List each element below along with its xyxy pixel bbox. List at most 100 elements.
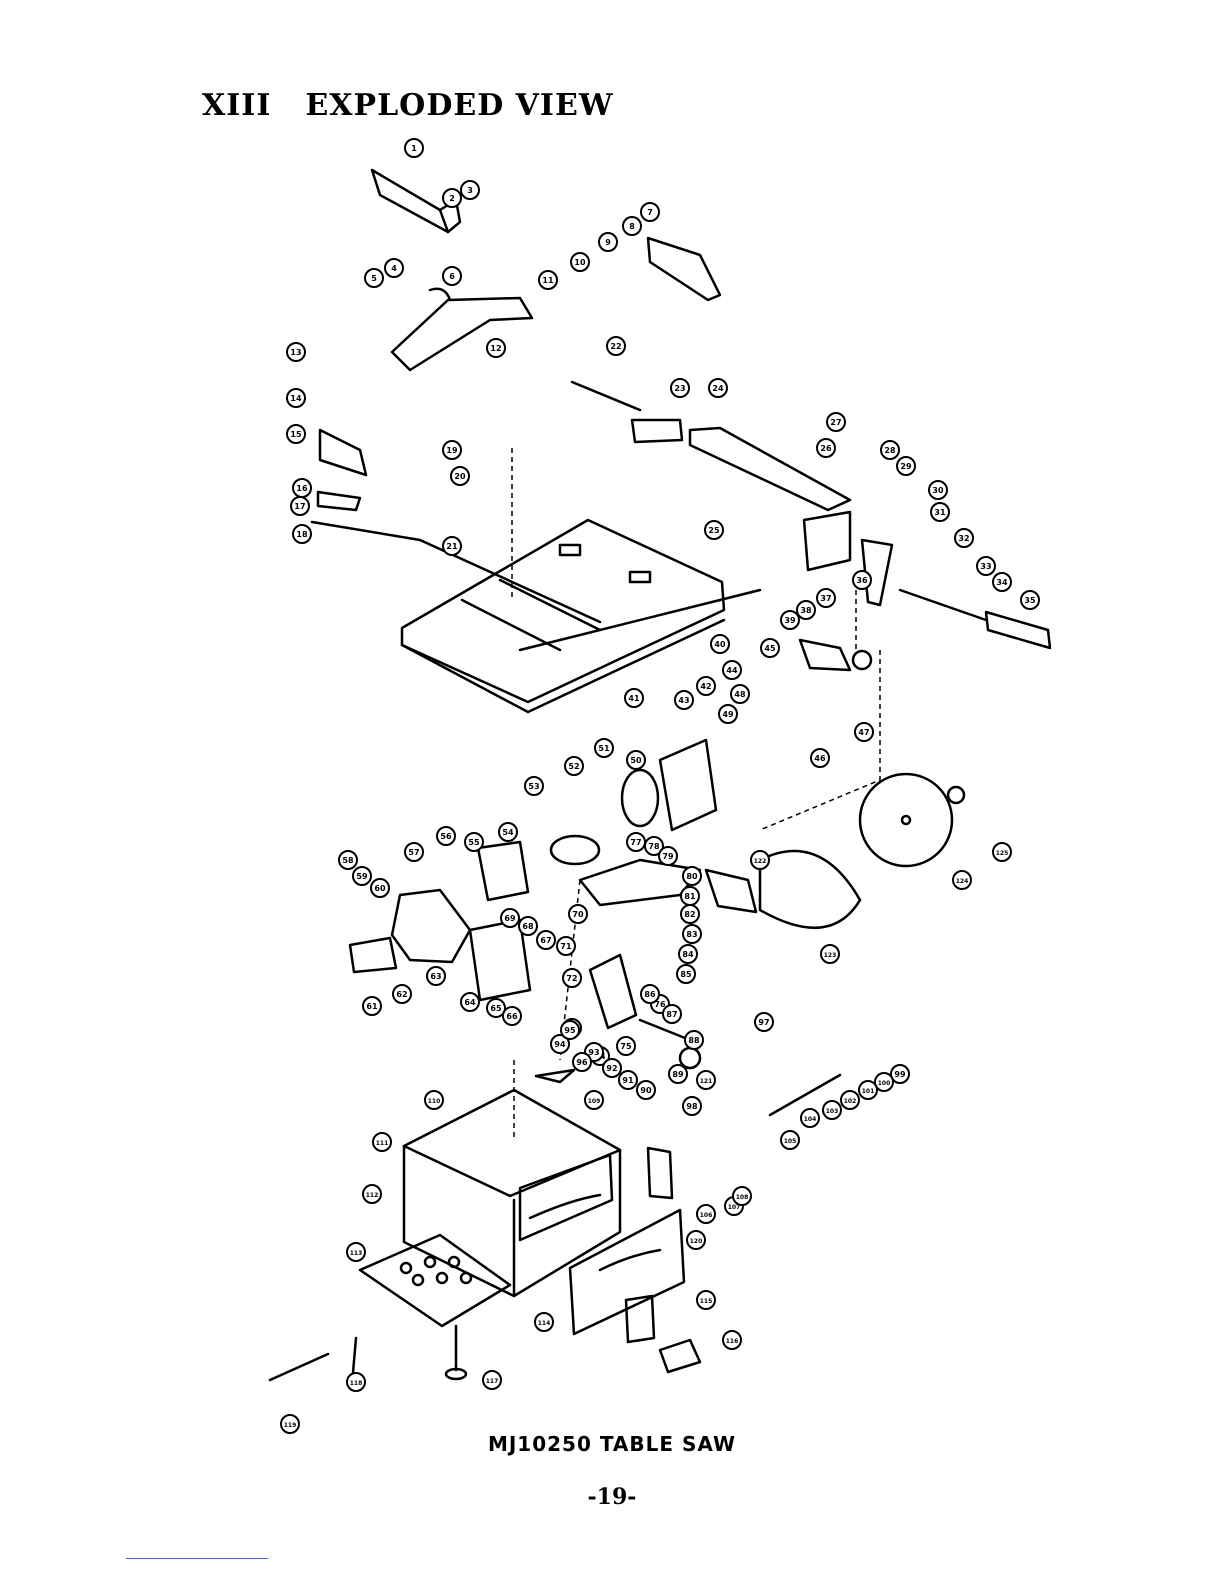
part-callout-label: 12 (490, 344, 501, 353)
part-callout-113: 113 (346, 1242, 366, 1262)
cabinet-part (402, 1088, 622, 1298)
part-callout-75: 75 (616, 1036, 636, 1056)
part-callout-48: 48 (730, 684, 750, 704)
part-callout-21: 21 (442, 536, 462, 556)
part-callout-label: 63 (430, 972, 441, 981)
part-callout-40: 40 (710, 634, 730, 654)
part-callout-86: 86 (640, 984, 660, 1004)
part-callout-18: 18 (292, 524, 312, 544)
part-callout-label: 71 (560, 942, 572, 951)
part-callout-54: 54 (498, 822, 518, 842)
part-callout-label: 25 (708, 526, 720, 535)
part-callout-61: 61 (362, 996, 382, 1016)
part-callout-label: 67 (540, 936, 551, 945)
part-callout-label: 60 (374, 884, 386, 893)
part-callout-8: 8 (622, 216, 642, 236)
part-callout-label: 55 (468, 838, 480, 847)
model-caption: MJ10250 TABLE SAW (487, 1432, 737, 1456)
part-callout-label: 56 (440, 832, 452, 841)
part-callout-label: 119 (284, 1422, 297, 1429)
rear-bracket-part (688, 426, 852, 512)
part-callout-label: 122 (754, 858, 767, 865)
part-callout-label: 113 (350, 1250, 363, 1257)
part-callout-20: 20 (450, 466, 470, 486)
part-callout-label: 105 (784, 1138, 797, 1145)
part-callout-label: 54 (502, 828, 514, 837)
part-callout-99: 99 (890, 1064, 910, 1084)
part-callout-label: 78 (648, 842, 660, 851)
part-callout-label: 81 (684, 892, 696, 901)
part-callout-52: 52 (564, 756, 584, 776)
switch-part (624, 1294, 656, 1344)
splitter-bracket-part (390, 296, 534, 372)
part-callout-label: 17 (294, 502, 305, 511)
part-callout-label: 48 (734, 690, 746, 699)
part-callout-label: 87 (666, 1010, 677, 1019)
part-callout-108: 108 (732, 1186, 752, 1206)
part-callout-120: 120 (686, 1230, 706, 1250)
part-callout-39: 39 (780, 610, 800, 630)
part-callout-label: 40 (714, 640, 726, 649)
part-callout-42: 42 (696, 676, 716, 696)
part-callout-63: 63 (426, 966, 446, 986)
part-callout-91: 91 (618, 1070, 638, 1090)
part-callout-79: 79 (658, 846, 678, 866)
part-callout-label: 93 (588, 1048, 599, 1057)
part-callout-label: 82 (684, 910, 695, 919)
part-callout-111: 111 (372, 1132, 392, 1152)
part-callout-label: 123 (824, 952, 837, 959)
riving-knife-part (646, 236, 722, 302)
saw-blade-part (858, 772, 954, 868)
part-callout-label: 38 (800, 606, 812, 615)
part-callout-label: 45 (764, 644, 776, 653)
part-callout-101: 101 (858, 1080, 878, 1100)
part-callout-29: 29 (896, 456, 916, 476)
part-callout-5: 5 (364, 268, 384, 288)
part-callout-label: 32 (958, 534, 969, 543)
part-callout-66: 66 (502, 1006, 522, 1026)
part-callout-label: 46 (814, 754, 826, 763)
part-callout-label: 86 (644, 990, 656, 999)
part-callout-71: 71 (556, 936, 576, 956)
part-callout-label: 75 (620, 1042, 632, 1051)
section-title: EXPLODED VIEW (305, 88, 614, 123)
part-callout-82: 82 (680, 904, 700, 924)
page-number: -19- (587, 1484, 637, 1510)
part-callout-114: 114 (534, 1312, 554, 1332)
fence-rail-part (570, 380, 642, 412)
part-callout-label: 112 (366, 1192, 379, 1199)
part-callout-50: 50 (626, 750, 646, 770)
part-callout-103: 103 (822, 1100, 842, 1120)
part-callout-3: 3 (460, 180, 480, 200)
part-callout-label: 30 (932, 486, 944, 495)
part-callout-label: 68 (522, 922, 534, 931)
part-callout-label: 26 (820, 444, 832, 453)
part-callout-label: 116 (726, 1338, 739, 1345)
part-callout-label: 5 (371, 274, 377, 283)
blade-guard-part (370, 168, 450, 234)
part-callout-94: 94 (550, 1034, 570, 1054)
part-callout-123: 123 (820, 944, 840, 964)
part-callout-label: 80 (686, 872, 698, 881)
part-callout-label: 57 (408, 848, 419, 857)
part-callout-89: 89 (668, 1064, 688, 1084)
part-callout-2: 2 (442, 188, 462, 208)
part-callout-label: 98 (686, 1102, 698, 1111)
part-callout-112: 112 (362, 1184, 382, 1204)
part-callout-label: 91 (622, 1076, 634, 1085)
part-callout-47: 47 (854, 722, 874, 742)
part-callout-label: 66 (506, 1012, 518, 1021)
part-callout-35: 35 (1020, 590, 1040, 610)
part-callout-label: 72 (566, 974, 577, 983)
part-callout-58: 58 (338, 850, 358, 870)
part-callout-label: 62 (396, 990, 407, 999)
part-callout-label: 64 (464, 998, 476, 1007)
part-callout-121: 121 (696, 1070, 716, 1090)
part-callout-label: 29 (900, 462, 912, 471)
part-callout-15: 15 (286, 424, 306, 444)
part-callout-10: 10 (570, 252, 590, 272)
part-callout-110: 110 (424, 1090, 444, 1110)
